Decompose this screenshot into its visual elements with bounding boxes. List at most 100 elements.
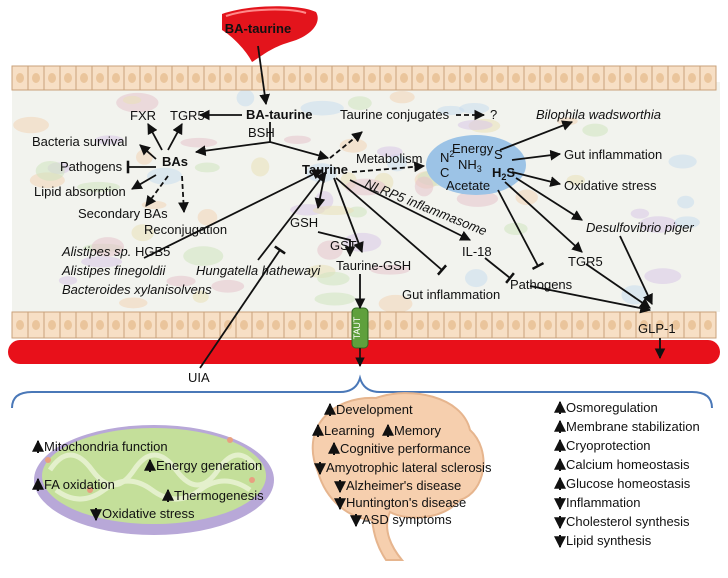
cell-nucleus: [656, 73, 664, 83]
cell-nucleus: [48, 320, 56, 330]
cell-nucleus: [528, 320, 536, 330]
pathway-connectors: [126, 45, 666, 369]
cell-nucleus: [624, 320, 632, 330]
cell-nucleus: [16, 73, 24, 83]
s-label: S: [494, 147, 503, 162]
microbe-blob: [197, 209, 218, 226]
cell-nucleus: [224, 73, 232, 83]
cell-nucleus: [608, 73, 616, 83]
cell-nucleus: [704, 73, 712, 83]
cell-nucleus: [624, 73, 632, 83]
microbe-blob: [192, 290, 209, 303]
cell-nucleus: [480, 73, 488, 83]
cell-nucleus: [576, 320, 584, 330]
mitochondria-effect-item: Energy generation: [156, 458, 262, 473]
cell-nucleus: [160, 73, 168, 83]
taurine-to-conjugates-arrow: [329, 131, 363, 159]
tgr5-to-glp1-arrow: [585, 263, 651, 309]
ba-taurine-label: BA-taurine: [246, 107, 312, 122]
svg-text:H2S: H2S: [492, 165, 515, 182]
microbe-blob: [300, 100, 344, 116]
cell-nucleus: [528, 73, 536, 83]
taurine-conjugates-label: Taurine conjugates: [340, 107, 450, 122]
microbe-blob: [378, 294, 413, 313]
uia-label: UIA: [188, 370, 210, 385]
taurine-inhibit-gut-inflammation: [335, 177, 448, 276]
microbe-blob: [317, 271, 350, 286]
cell-nucleus: [544, 73, 552, 83]
bas-label: BAs: [162, 154, 188, 169]
cell-nucleus: [512, 320, 520, 330]
fxr-label: FXR: [130, 108, 156, 123]
cell-nucleus: [32, 73, 40, 83]
cell-nucleus: [480, 320, 488, 330]
microbe-blob: [347, 96, 372, 111]
microbe-blob: [194, 162, 220, 173]
microbe-blob: [437, 105, 465, 116]
cell-nucleus: [560, 73, 568, 83]
cell-nucleus: [288, 320, 296, 330]
mitochondria-effect-item: FA oxidation: [44, 477, 115, 492]
brain-effect-item: ASD symptoms: [362, 512, 452, 527]
cell-nucleus: [336, 73, 344, 83]
cell-nucleus: [240, 73, 248, 83]
cell-nucleus: [672, 73, 680, 83]
microbe-blob: [136, 149, 153, 165]
cell-nucleus: [144, 73, 152, 83]
blood-vessel: [8, 340, 720, 364]
systemic-effect-item: Cholesterol synthesis: [566, 514, 690, 529]
cell-nucleus: [496, 320, 504, 330]
microbe-blob: [166, 275, 196, 287]
mitochondria-icon: [34, 425, 274, 535]
h2s-to-tgr5-arrow: [504, 181, 583, 253]
microbe-blob: [119, 297, 148, 309]
brain-effect-item: Alzheimer's disease: [346, 478, 461, 493]
brain-effect-item: Amyotrophic lateral sclerosis: [326, 460, 492, 475]
cell-nucleus: [592, 73, 600, 83]
cell-nucleus: [272, 320, 280, 330]
cell-nucleus: [112, 320, 120, 330]
bas-to-secondary-arrow: [145, 175, 169, 207]
microbe-blob: [77, 181, 120, 193]
cell-nucleus: [288, 73, 296, 83]
metabolism-label: Metabolism: [356, 151, 422, 166]
cell-nucleus: [512, 73, 520, 83]
secondary-bas-label: Secondary BAs: [78, 206, 168, 221]
h2s-s: S: [506, 165, 515, 180]
microbe-blob: [376, 146, 403, 158]
nh3-sub: 3: [477, 164, 482, 174]
microbe-blob: [465, 269, 488, 288]
systemic-effect-item: Glucose homeostasis: [566, 476, 691, 491]
microbe-blob: [94, 135, 124, 145]
cell-nucleus: [416, 73, 424, 83]
gsh-to-taurine-gsh-arrow: [317, 231, 356, 258]
cell-nucleus: [304, 73, 312, 83]
microbe-blob: [370, 264, 410, 275]
brain-effect-item: Development: [336, 402, 413, 417]
taurine-label: Taurine: [302, 162, 348, 177]
cell-nucleus: [368, 73, 376, 83]
cell-nucleus: [448, 73, 456, 83]
gst-label: GST: [330, 238, 357, 253]
cell-nucleus: [144, 320, 152, 330]
microbe-blob: [13, 116, 49, 134]
microbe-blob: [456, 190, 499, 207]
cell-nucleus: [64, 73, 72, 83]
mitochondria-effect-item: Oxidative stress: [102, 506, 195, 521]
cell-nucleus: [688, 320, 696, 330]
cell-nucleus: [432, 320, 440, 330]
liver-to-gut-arrow: [257, 45, 271, 106]
cell-nucleus: [688, 73, 696, 83]
cell-nucleus: [352, 73, 360, 83]
cell-nucleus: [96, 320, 104, 330]
pathogens-left-label: Pathogens: [60, 159, 123, 174]
brain-effect-item: Huntington's disease: [346, 495, 466, 510]
microbe-blob: [81, 256, 123, 268]
microbe-blob: [236, 89, 255, 107]
nlrp5-to-il18-arrow: [349, 179, 471, 241]
alistipes-hgb5-strain: HGB5: [135, 244, 170, 259]
cell-nucleus: [656, 320, 664, 330]
liver-icon: [222, 6, 318, 63]
